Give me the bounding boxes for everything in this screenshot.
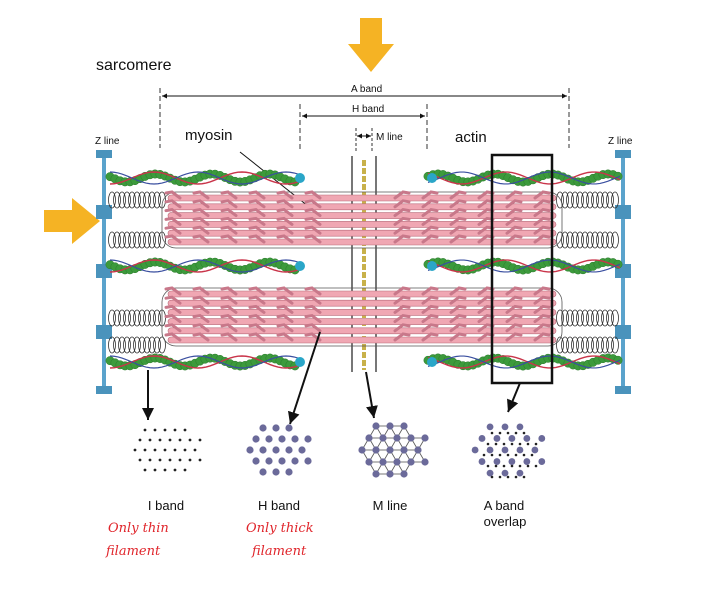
a-band-overlap-box [490,153,554,385]
top-arrow-icon [348,18,394,72]
cross-section-label-i-band: I band [148,498,184,513]
handwritten-note-h-band-line2: filament [251,544,307,559]
arrow-to-h-band [288,331,321,425]
handwritten-note-i-band-line2: filament [105,544,161,559]
z-line-label-left: Z line [95,136,120,147]
handwritten-note-h-band-line1: Only thick [246,521,314,536]
actin-filaments [105,169,623,371]
i-band-cross-section [133,428,202,472]
left-arrow-icon [44,198,100,244]
cross-section-label-a-band-line2: overlap [484,514,527,529]
h-band-label: H band [352,104,384,115]
page-title: sarcomere [96,57,172,74]
z-line-left [96,150,112,394]
a-band-cross-section [471,423,546,479]
m-line-label-top: M line [376,132,403,143]
myosin-label: myosin [185,127,233,144]
h-band-cross-section [246,424,312,476]
z-line-label-right: Z line [608,136,633,147]
titin-springs [108,191,619,354]
cross-section-label-h-band: H band [258,498,300,513]
band-dimensions: A band H band M line [159,84,570,152]
handwritten-note-i-band-line1: Only thin [108,521,169,536]
arrow-to-a-band [507,382,521,413]
m-line-cross-section [358,422,429,478]
a-band-label: A band [351,84,382,95]
cross-section-label-m-line: M line [373,498,408,513]
cross-section-label-a-band: A band [484,498,525,513]
actin-label: actin [455,129,487,146]
myosin-filaments [161,190,563,347]
arrow-to-m-line [365,371,378,419]
